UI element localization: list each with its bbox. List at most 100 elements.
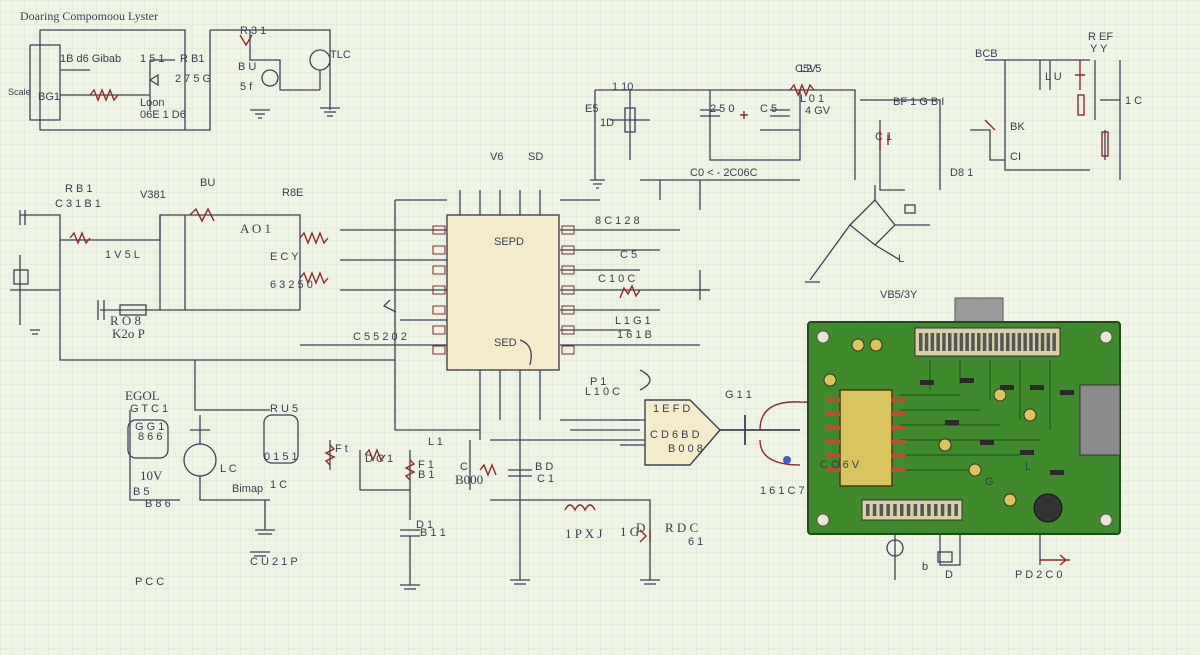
right-capacitor bbox=[690, 270, 710, 300]
bottom-left-circuit bbox=[127, 360, 299, 557]
left-circuit bbox=[10, 207, 397, 361]
label-tr_11: L bbox=[898, 253, 904, 265]
label-top_3: L2 5 bbox=[800, 63, 821, 75]
label-bc_11: 1 P X J bbox=[565, 526, 602, 541]
top-left-circuit bbox=[29, 29, 340, 131]
pcb-resistor bbox=[960, 378, 974, 383]
pcb-bottom-header-pin bbox=[927, 504, 931, 516]
diagram-title: Doaring Compomoou Lyster bbox=[20, 9, 158, 23]
pcb-chip-pin bbox=[892, 412, 906, 416]
pcb-bottom-header-pin bbox=[879, 504, 884, 516]
label-top_2: C5V bbox=[795, 63, 817, 75]
pcb-pins bbox=[826, 333, 1056, 516]
pcb-resistor bbox=[980, 440, 994, 445]
pcb-chip-pin bbox=[892, 440, 906, 444]
label-pcb_1: C O 6 V bbox=[820, 459, 860, 471]
pcb-bottom-header-pin bbox=[906, 504, 911, 516]
label-top_5: E5 bbox=[585, 103, 598, 115]
label-top_4: L 0 1 bbox=[800, 93, 824, 105]
label-bc_16: 6 1 bbox=[688, 536, 703, 548]
pcb-chip-pin bbox=[826, 412, 840, 416]
label-tr_10: D8 1 bbox=[950, 167, 973, 179]
pcb-header-pin bbox=[924, 333, 929, 351]
label-amp_1: 1 E F D bbox=[653, 403, 690, 415]
label-top_1: 1 10 bbox=[612, 81, 633, 93]
label-r_5: VB5/3Y bbox=[880, 289, 918, 301]
ic-pin-right bbox=[561, 345, 575, 355]
pcb-header-pin bbox=[1011, 333, 1016, 351]
pcb-chip-pin bbox=[826, 426, 840, 430]
ic-pin-left bbox=[432, 245, 446, 255]
label-bl_5: 10V bbox=[140, 468, 163, 483]
pcb-header-pin bbox=[1040, 333, 1045, 351]
pcb-capacitor bbox=[993, 388, 1007, 402]
label-bc_3: B 1 bbox=[418, 469, 435, 481]
label-amp_4: L 1 0 C bbox=[585, 386, 620, 398]
label-tr_3: Y Y bbox=[1090, 43, 1108, 55]
label-mid_2: SD bbox=[528, 151, 543, 163]
label-r_1: 8 C 1 2 8 bbox=[595, 215, 640, 227]
label-l_11: C 5 5 2 0 2 bbox=[353, 331, 407, 343]
label-tr_6: BF 1 G B I bbox=[893, 96, 944, 108]
label-bl_6: B 5 bbox=[133, 486, 150, 498]
label-tl_5: 06E 1 D6 bbox=[140, 109, 186, 121]
label-bl_10: Bimap bbox=[232, 483, 263, 495]
pcb-capacitor bbox=[938, 438, 952, 452]
label-l_2: V381 bbox=[140, 189, 166, 201]
label-bc_14: R D C bbox=[665, 520, 698, 535]
label-l_9: R O 8 bbox=[110, 313, 141, 328]
pcb-chip-pin bbox=[892, 468, 906, 472]
label-bc_1: F t bbox=[335, 443, 348, 455]
ic-pins bbox=[432, 225, 575, 355]
amplifier bbox=[620, 399, 833, 466]
label-r_4: L 1 G 1 bbox=[615, 315, 651, 327]
pcb-capacitor bbox=[851, 338, 865, 352]
label-tl_10: TLC bbox=[330, 49, 351, 61]
label-bl_7: B 8 6 bbox=[145, 498, 171, 510]
label-bl_13: C U 2 1 P bbox=[250, 556, 298, 568]
pcb-resistor bbox=[1060, 390, 1074, 395]
label-tl_4: Loon bbox=[140, 97, 164, 109]
pcb-header-pin bbox=[942, 333, 946, 351]
ic-pin-right bbox=[561, 245, 575, 255]
label-l_6: A O 1 bbox=[240, 221, 271, 236]
ic-pin-right bbox=[561, 265, 575, 275]
pcb-parts bbox=[823, 338, 1074, 507]
center-ic bbox=[300, 190, 710, 440]
pcb-bottom-header-pin bbox=[934, 504, 938, 516]
label-bc_12: 1 G bbox=[620, 524, 639, 539]
label-tl_8: R B1 bbox=[180, 53, 204, 65]
label-amp_6: P 1 bbox=[590, 376, 606, 388]
label-tl_12: 5 f bbox=[240, 81, 253, 93]
pcb-header-pin bbox=[977, 333, 981, 351]
pcb-resistor bbox=[920, 380, 934, 385]
pcb-bottom-header-pin bbox=[893, 504, 897, 516]
label-bc_4: B000 bbox=[455, 472, 483, 487]
pcb-header-pin bbox=[1046, 333, 1051, 351]
pcb-header-pin bbox=[959, 333, 964, 351]
ic-pin-right bbox=[561, 305, 575, 315]
label-bc_10: B 1 1 bbox=[420, 527, 446, 539]
label-bl_9: 0 1 5 1 bbox=[264, 451, 298, 463]
pcb-capacitor bbox=[968, 463, 982, 477]
label-tr_7: C 1 bbox=[875, 131, 892, 143]
label-bl_4: G G 1 bbox=[135, 421, 164, 433]
pcb-header-pin bbox=[1035, 333, 1039, 351]
label-bl_8: R U 5 bbox=[270, 403, 298, 415]
label-pcb_2: 1 6 1 C 7 bbox=[760, 485, 805, 497]
label-bl_3: 8 6 6 bbox=[138, 431, 162, 443]
label-tl_11: B U bbox=[238, 61, 256, 73]
pcb-capacitor bbox=[1003, 493, 1017, 507]
label-l_10: K2o P bbox=[112, 326, 145, 341]
label-bl_14: P C C bbox=[135, 576, 164, 588]
label-bc_13: D bbox=[636, 520, 645, 535]
pcb-chip-pin bbox=[892, 426, 906, 430]
label-tl_7: 2 7 5 G bbox=[175, 73, 211, 85]
ic-pin-left bbox=[432, 345, 446, 355]
pcb-capacitor bbox=[823, 373, 837, 387]
label-bc_2: D C 1 bbox=[365, 453, 393, 465]
label-top_9: C 5 bbox=[760, 103, 777, 115]
label-mid_1: V6 bbox=[490, 151, 503, 163]
